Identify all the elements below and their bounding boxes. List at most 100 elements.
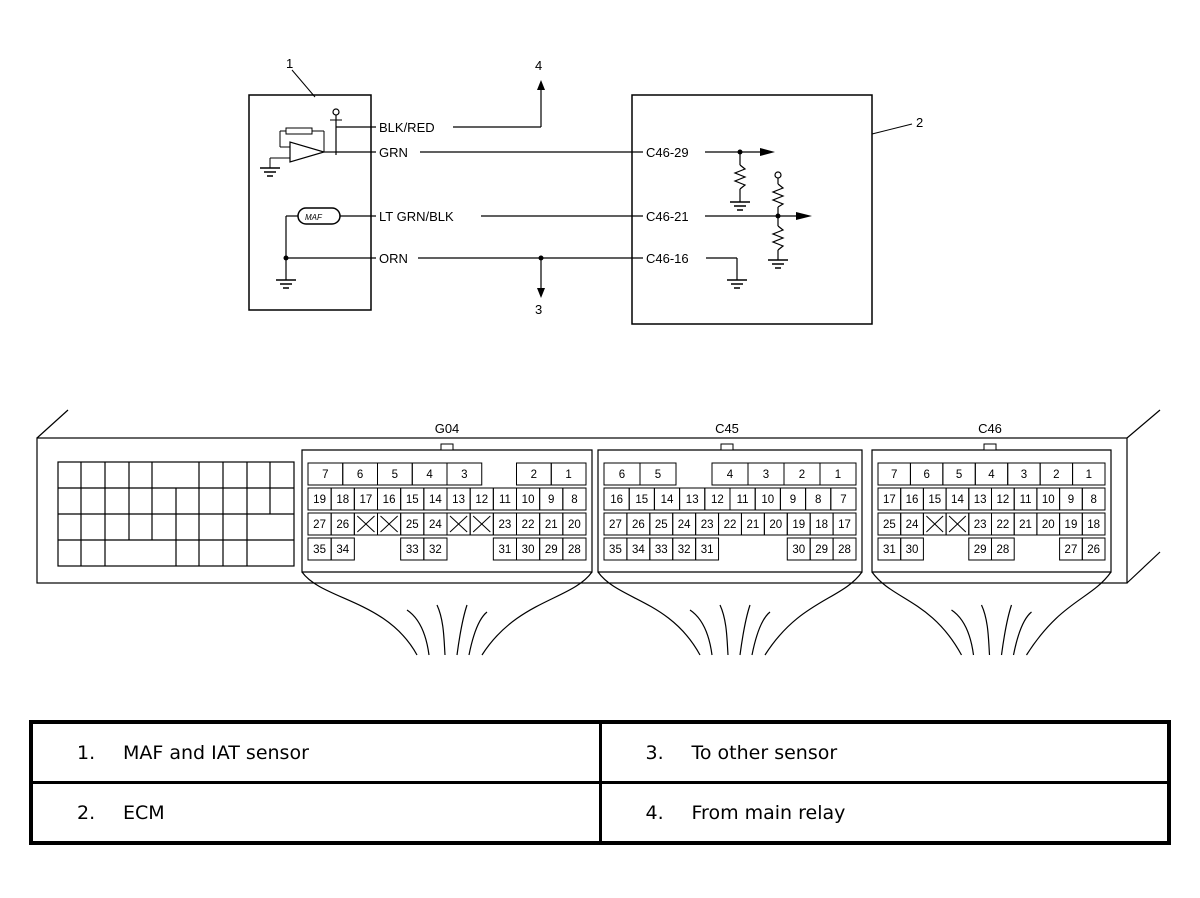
pin-number: 20 <box>769 519 782 531</box>
wire-label-orn: ORN <box>379 251 408 266</box>
pin-number: 30 <box>906 544 919 556</box>
legend-cell: 1.MAF and IAT sensor <box>29 720 602 784</box>
pin-number: 28 <box>568 544 581 556</box>
pin-number: 8 <box>815 494 821 506</box>
pin-number: 7 <box>322 469 328 481</box>
pin-number: 21 <box>545 519 558 531</box>
harness-wire <box>456 604 468 656</box>
pin-number: 35 <box>313 544 326 556</box>
legend-cell: 2. ECM <box>29 781 602 845</box>
harness-wire <box>980 604 991 656</box>
legend-text: ECM <box>123 801 165 824</box>
pin-number: 11 <box>1020 494 1032 506</box>
legend-cell: 4.From main relay <box>598 781 1171 845</box>
arrow-from-relay <box>537 80 545 90</box>
amplifier-symbol <box>289 141 327 163</box>
legend-text: MAF and IAT sensor <box>123 741 309 764</box>
pin-cell <box>991 537 1015 561</box>
legend-num: 4. <box>645 801 664 824</box>
wire-label-lt-grn-blk: LT GRN/BLK <box>379 209 454 224</box>
legend-table: 1.MAF and IAT sensor 3.To other sensor 2… <box>29 720 1171 845</box>
pin-number: 1 <box>835 469 841 481</box>
pin-cell <box>423 537 448 561</box>
maf-symbol: MAF <box>305 213 323 222</box>
harness-wire <box>436 604 446 656</box>
pin-number: 18 <box>1087 519 1100 531</box>
pin-number: 30 <box>522 544 535 556</box>
legend-num: 2. <box>77 801 96 824</box>
pin-number: 8 <box>571 494 577 506</box>
pin-number: 22 <box>522 519 535 531</box>
legend-row: 1.MAF and IAT sensor 3.To other sensor <box>29 720 1171 784</box>
harness-wire <box>951 609 975 656</box>
blank-pin-mark <box>449 515 468 533</box>
pin-number: 29 <box>815 544 828 556</box>
harness-wire <box>406 609 430 656</box>
pin-number: 6 <box>619 469 625 481</box>
pin-number: 31 <box>499 544 512 556</box>
pin-number: 33 <box>406 544 419 556</box>
pin-number: 6 <box>923 469 929 481</box>
pin-number: 17 <box>360 494 373 506</box>
pin-number: 10 <box>1042 494 1055 506</box>
pin-number: 33 <box>655 544 668 556</box>
blank-pin-mark <box>380 515 399 533</box>
harness-wire <box>689 609 713 656</box>
pin-number: 15 <box>406 494 419 506</box>
pin-number: 24 <box>429 519 442 531</box>
pin-number: 27 <box>313 519 326 531</box>
callout-2: 2 <box>916 115 923 130</box>
pin-number: 32 <box>678 544 691 556</box>
pin-number: 34 <box>336 544 349 556</box>
harness-wire <box>481 571 593 656</box>
pin-number: 9 <box>1068 494 1074 506</box>
pin-number: 27 <box>609 519 622 531</box>
pin-cell <box>1081 537 1106 561</box>
pin-number: 19 <box>792 519 805 531</box>
pin-number: 14 <box>661 494 674 506</box>
pin-number: 3 <box>763 469 769 481</box>
ecm-housing <box>36 409 1161 584</box>
pin-number: 35 <box>609 544 622 556</box>
pin-number: 7 <box>891 469 897 481</box>
sensor-box <box>248 94 372 311</box>
pin-number: 5 <box>655 469 661 481</box>
legend-text: To other sensor <box>691 741 838 764</box>
pin-number: 22 <box>996 519 1009 531</box>
pin-number: 26 <box>632 519 645 531</box>
pin-cell <box>1072 462 1106 486</box>
pin-number: 23 <box>701 519 714 531</box>
pin-number: 19 <box>1065 519 1078 531</box>
pin-number: 15 <box>928 494 941 506</box>
pin-cell <box>1081 487 1106 511</box>
pin-cell <box>832 512 857 536</box>
pin-number: 22 <box>724 519 737 531</box>
pin-number: 11 <box>499 494 511 506</box>
pin-label-c46-16: C46-16 <box>646 251 689 266</box>
pin-number: 31 <box>701 544 714 556</box>
pin-number: 13 <box>452 494 465 506</box>
legend-cell: 3.To other sensor <box>598 720 1171 784</box>
pin-number: 14 <box>429 494 442 506</box>
pin-number: 12 <box>475 494 488 506</box>
pin-number: 9 <box>790 494 796 506</box>
pin-number: 28 <box>838 544 851 556</box>
pin-number: 20 <box>1042 519 1055 531</box>
pin-number: 21 <box>747 519 760 531</box>
harness-wire <box>301 571 418 656</box>
pin-cell <box>695 537 720 561</box>
callout-1: 1 <box>286 56 293 71</box>
arrow-to-other-sensor <box>537 288 545 298</box>
pin-number: 2 <box>799 469 805 481</box>
blank-pin-mark <box>356 515 375 533</box>
pin-cell <box>562 512 587 536</box>
ecm-box <box>631 94 873 325</box>
blank-pin-mark <box>472 515 491 533</box>
pin-number: 4 <box>426 469 433 481</box>
harness-wire <box>764 571 863 656</box>
pin-number: 24 <box>906 519 919 531</box>
pin-number: 5 <box>956 469 962 481</box>
pin-number: 21 <box>1019 519 1032 531</box>
pin-number: 17 <box>883 494 896 506</box>
